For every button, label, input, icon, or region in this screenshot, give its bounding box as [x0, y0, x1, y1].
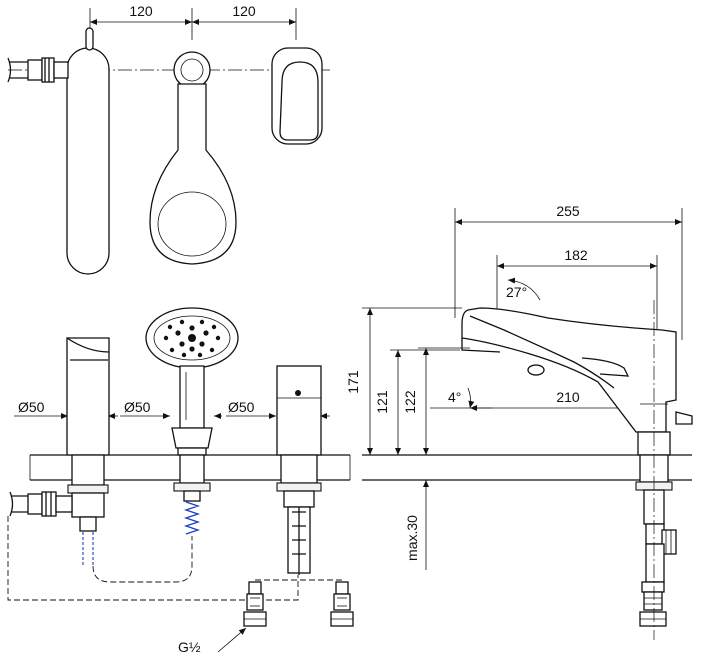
dim-height-total: 171 [345, 370, 361, 394]
top-view: 120 120 [7, 3, 330, 275]
mixer-front [276, 365, 322, 575]
nozzle-pattern [163, 319, 221, 358]
angle-upper: 27° [506, 284, 527, 300]
diverter-top [7, 27, 110, 275]
mixer-top [271, 47, 323, 145]
dim-thread: G½ [178, 639, 201, 655]
diverter-front [9, 337, 110, 566]
faucet-side [461, 300, 693, 640]
hand-shower-front [145, 307, 239, 535]
hand-shower-top [149, 51, 237, 265]
side-view: 255 182 27° 171 121 122 max.30 4° 210 [345, 203, 693, 640]
dim-reach: 210 [556, 389, 580, 405]
dim-overall-length: 255 [556, 203, 580, 219]
front-view: Ø50 Ø50 Ø50 [7, 307, 354, 655]
dim-height-outlet-2: 122 [402, 390, 418, 414]
dim-diameter-1: Ø50 [18, 399, 45, 415]
supply-hose-right [330, 581, 354, 627]
dim-spacing-2: 120 [232, 3, 256, 19]
angle-lower: 4° [448, 389, 461, 405]
dim-spacing-1: 120 [129, 3, 153, 19]
dim-diameter-2: Ø50 [124, 399, 151, 415]
supply-hose-left [243, 581, 267, 627]
dim-height-outlet-1: 121 [374, 390, 390, 414]
dim-diameter-3: Ø50 [228, 399, 255, 415]
dim-max-deck: max.30 [404, 515, 420, 561]
dim-spout-length: 182 [564, 247, 588, 263]
